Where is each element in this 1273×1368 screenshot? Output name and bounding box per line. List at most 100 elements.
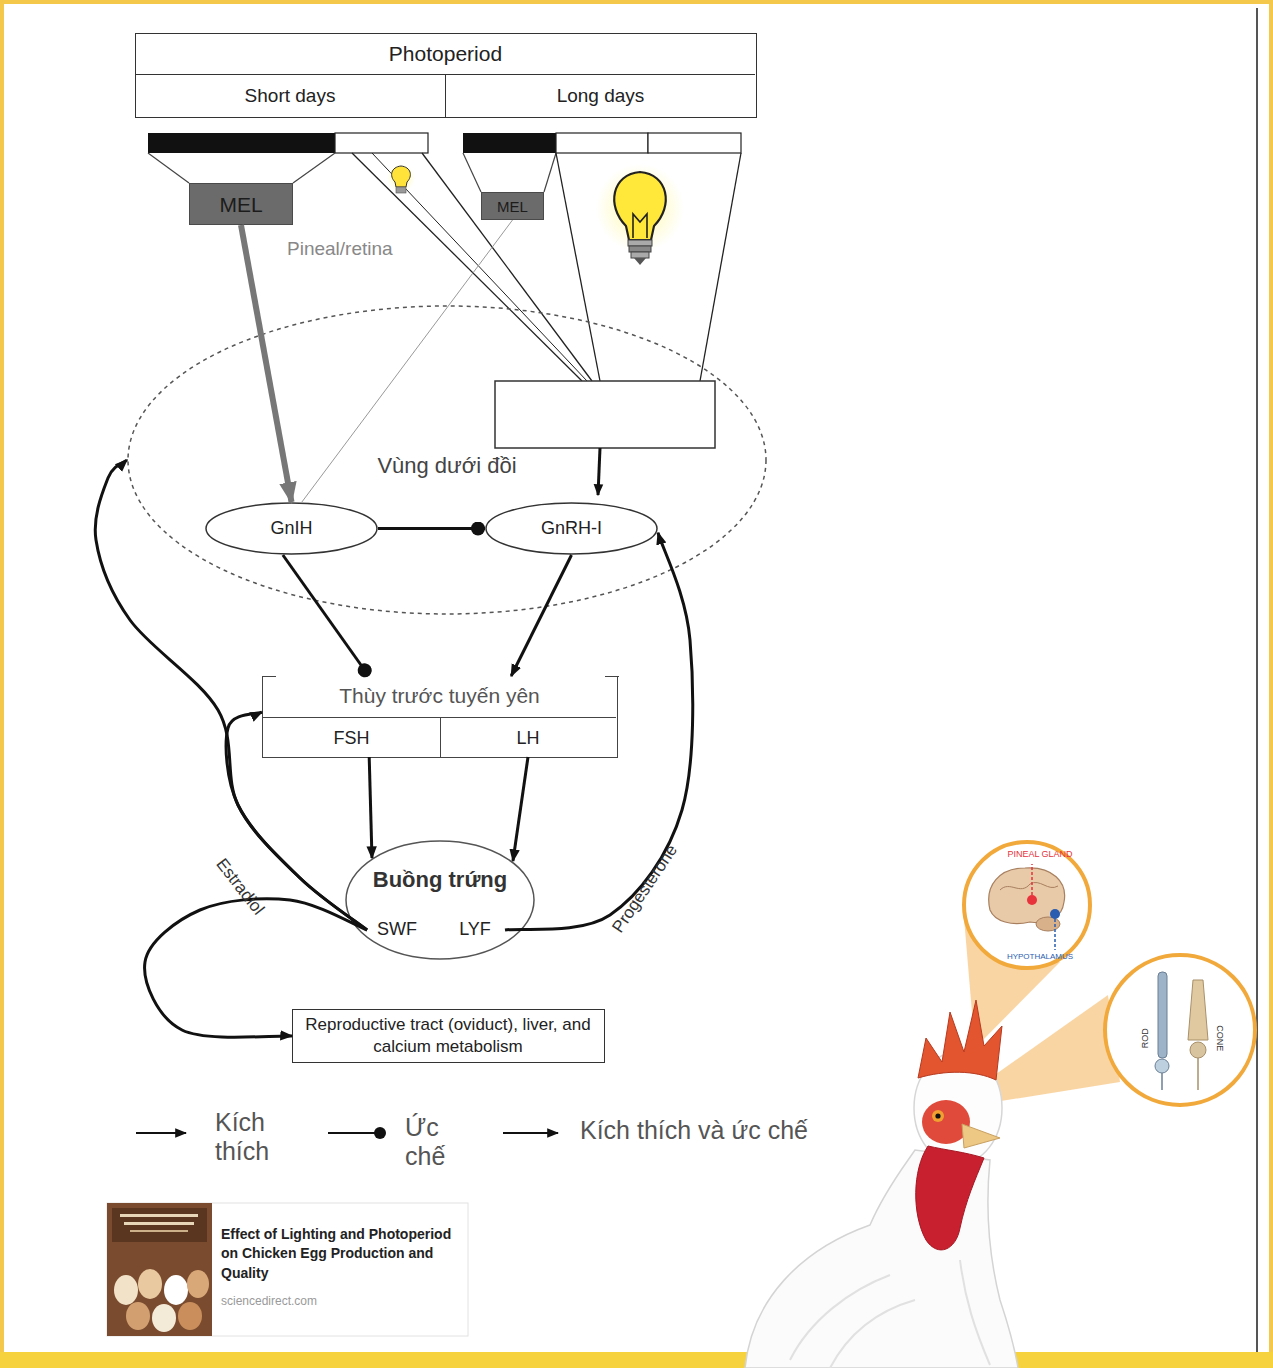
connector [511, 555, 571, 676]
annotation-label: HYPOTHALAMUS [995, 952, 1085, 961]
node-text: FSH [263, 728, 440, 749]
pineal-dot [1027, 895, 1037, 905]
node-text: MEL [482, 198, 543, 215]
chicken-beak [962, 1124, 1000, 1148]
egg [114, 1275, 138, 1305]
leader-line [463, 153, 481, 192]
chicken-eye [932, 1110, 944, 1122]
hypothalamus-leader [1054, 914, 1056, 950]
light-beam [372, 153, 587, 381]
hormone-ellipse: GnIH [205, 502, 378, 555]
bulb-large [614, 172, 666, 240]
cone-axon [1197, 1058, 1199, 1090]
reference-card: Effect of Lighting and Photoperiod on Ch… [107, 1203, 468, 1336]
cover-line [120, 1214, 198, 1217]
chicken-wattle [916, 1146, 984, 1250]
ovary-ellipse: Buồng trứngSWF LYF [345, 840, 535, 960]
zoom-circle [1105, 955, 1255, 1105]
mel-box: MEL [189, 183, 293, 225]
connector [369, 757, 372, 858]
book-cover [107, 1203, 212, 1336]
cover-title-area [112, 1208, 207, 1242]
target-box: Reproductive tract (oviduct), liver, and… [292, 1009, 605, 1063]
annotation-label: CONE [1215, 1018, 1225, 1058]
leader-line [544, 153, 556, 192]
card-background [107, 1203, 468, 1336]
hypothalamus-dot [1050, 909, 1060, 919]
dark-bar [148, 133, 335, 153]
rod-axon [1161, 1073, 1163, 1090]
edge-label: Progesterone [603, 834, 686, 944]
cover-line [124, 1222, 194, 1225]
node-text: LH [441, 728, 615, 749]
bulb-tip [634, 258, 646, 265]
node-text: Vùng dưới đồi [312, 453, 582, 478]
egg [187, 1270, 209, 1298]
light-bar [335, 133, 428, 153]
border-tick [605, 676, 619, 677]
legend-inhibit-sample [328, 1132, 380, 1134]
dark-bar [463, 133, 556, 153]
ellipse-outline [486, 503, 657, 554]
cover-line [130, 1230, 188, 1232]
bulb-glow [387, 164, 415, 192]
annotation-label: Pineal/retina [287, 238, 417, 260]
connector [302, 220, 513, 502]
egg [152, 1304, 176, 1332]
legend-both-sample [503, 1132, 558, 1134]
zoom-circle [964, 842, 1090, 968]
follicle-label: SWF [367, 917, 427, 943]
light-beam [422, 153, 592, 381]
chicken-body [745, 1150, 1018, 1368]
follicle-label: LYF [445, 917, 505, 943]
feather-shading [790, 1260, 990, 1368]
legend-text: Ức chế [405, 1113, 465, 1171]
node-text: GnRH-I [485, 518, 658, 539]
light-bar [648, 133, 741, 153]
border-tick [262, 676, 276, 677]
node-text: Reproductive tract (oviduct), liver, and… [303, 1014, 593, 1058]
cone-cell [1188, 980, 1208, 1040]
brain-fold [1000, 882, 1058, 890]
node-text: Photoperiod [136, 42, 755, 66]
bulb-small [392, 166, 411, 187]
light-beam [556, 153, 600, 381]
bulb-base [631, 252, 649, 258]
bulb-glow [596, 164, 684, 252]
node-text: Short days [136, 85, 444, 107]
node-text: Buồng trứng [345, 867, 535, 892]
egg [126, 1302, 150, 1330]
connector [241, 225, 292, 502]
legend-stimulate-sample [136, 1132, 186, 1134]
bulb-filament [633, 214, 647, 238]
hormone-cell: LH [440, 717, 616, 757]
pineal-leader [1031, 864, 1033, 900]
node-text: GnIH [205, 518, 378, 539]
node-outline [345, 840, 535, 960]
chicken-pupil [935, 1113, 940, 1118]
node-text: MEL [190, 193, 292, 217]
connector [283, 555, 369, 676]
ellipse-outline [346, 841, 534, 959]
annotation-label: ROD [1140, 1023, 1150, 1053]
hypothalamus-region: Vùng dưới đồiGnIH GnRH-I [127, 305, 767, 615]
node-text: LYF [445, 919, 505, 940]
bulb-base [629, 246, 651, 252]
connector [378, 527, 485, 530]
hormone-cell: FSH [263, 717, 440, 757]
edge-label: Estradiol [202, 841, 279, 932]
egg [178, 1302, 202, 1330]
cerebellum [1036, 917, 1060, 931]
rod-body [1155, 1059, 1169, 1073]
node-text: sciencedirect.com [221, 1295, 421, 1309]
ellipse-outline [206, 503, 377, 554]
connector [513, 757, 528, 861]
ellipse-outline [128, 306, 766, 614]
photoperiod-band: PhotoperiodShort daysLong days [135, 33, 757, 118]
bulb-base [628, 240, 652, 246]
node-text: SWF [367, 919, 427, 940]
node-text: Effect of Lighting and Photoperiod on Ch… [221, 1225, 453, 1283]
stimulate-arrow [598, 448, 600, 495]
